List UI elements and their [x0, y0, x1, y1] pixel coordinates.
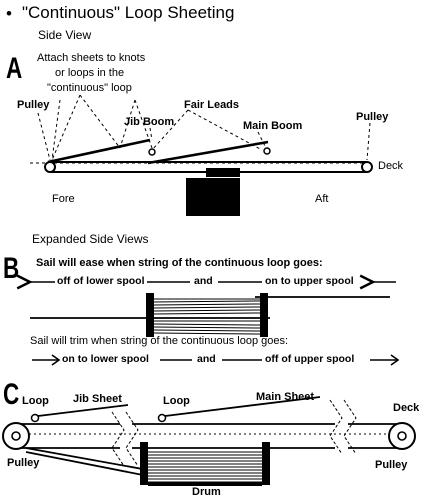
- c-pulley-left-inner: [11, 431, 21, 441]
- panel-a-note-2: or loops in the: [55, 67, 125, 79]
- panel-a-letter: A: [6, 52, 23, 85]
- page-title: "Continuous" Loop Sheeting: [22, 3, 235, 22]
- label-fair-leads: Fair Leads: [184, 99, 240, 111]
- label-deck: Deck: [378, 160, 404, 172]
- panel-a-note-3: "continuous" loop: [47, 82, 132, 94]
- panel-b-heading: Expanded Side Views: [32, 232, 149, 246]
- drum-flange-right: [262, 442, 270, 485]
- drum-windings: [148, 451, 262, 483]
- label-pulley-right: Pulley: [356, 111, 389, 123]
- motor-box: [186, 178, 240, 216]
- label-drum: Drum: [192, 486, 221, 498]
- main-sheet-line: [164, 396, 321, 417]
- trim-left-label: on to lower spool: [62, 353, 149, 365]
- label-deck-c: Deck: [393, 402, 420, 414]
- panel-b-letter: B: [3, 252, 20, 285]
- panel-a-drawing: [30, 94, 373, 216]
- drum-cable-bottom: [25, 451, 149, 477]
- trim-right-label: off of upper spool: [265, 353, 355, 365]
- spool-top: [206, 168, 240, 177]
- trim-arrow-left-head: [51, 354, 61, 366]
- ease-left-label: off of lower spool: [57, 275, 145, 287]
- ease-right-label: on to upper spool: [265, 275, 354, 287]
- trim-and-label: and: [197, 353, 216, 365]
- break-marks: [111, 399, 357, 467]
- label-pulley-right-c: Pulley: [375, 459, 408, 471]
- fair-lead-jib: [148, 148, 156, 156]
- spool-flange-right: [260, 293, 268, 337]
- label-fore: Fore: [52, 193, 75, 205]
- label-loop-mid: Loop: [163, 395, 190, 407]
- label-jib-sheet: Jib Sheet: [73, 393, 122, 405]
- spool-flange-left: [146, 293, 154, 337]
- c-pulley-right-inner: [397, 431, 407, 441]
- panel-c-drawing: [2, 396, 416, 486]
- label-loop-left: Loop: [22, 395, 49, 407]
- ease-caption: Sail will ease when string of the contin…: [36, 257, 323, 269]
- title-bullet: •: [6, 4, 12, 23]
- label-main-sheet: Main Sheet: [256, 391, 315, 403]
- label-aft: Aft: [315, 193, 329, 205]
- drum-base: [148, 482, 262, 486]
- panel-a-heading: Side View: [38, 28, 92, 42]
- drum-cable-top: [25, 447, 149, 471]
- spool-windings: [153, 298, 261, 335]
- label-jib-boom: Jib Boom: [124, 116, 175, 128]
- pulley-left-wheel: [44, 161, 56, 173]
- main-boom: [147, 140, 269, 165]
- trim-arrow-right-head: [390, 354, 400, 366]
- fair-lead-main: [263, 147, 271, 155]
- label-main-boom: Main Boom: [243, 120, 303, 132]
- panel-c-letter: C: [3, 378, 20, 411]
- panel-b-drawing: [30, 282, 400, 366]
- label-pulley-left: Pulley: [17, 99, 50, 111]
- ease-and-label: and: [194, 275, 213, 287]
- c-loop-mid: [157, 413, 167, 423]
- trim-caption: Sail will trim when string of the contin…: [30, 335, 289, 347]
- c-loop-left: [30, 413, 40, 423]
- jib-boom: [47, 138, 151, 164]
- panel-a-note-1: Attach sheets to knots: [37, 52, 146, 64]
- pulley-right-wheel: [361, 161, 373, 173]
- leader-lines: [37, 94, 371, 161]
- label-pulley-left-c: Pulley: [7, 457, 40, 469]
- jib-sheet-line: [37, 404, 129, 417]
- drum-flange-left: [140, 442, 148, 485]
